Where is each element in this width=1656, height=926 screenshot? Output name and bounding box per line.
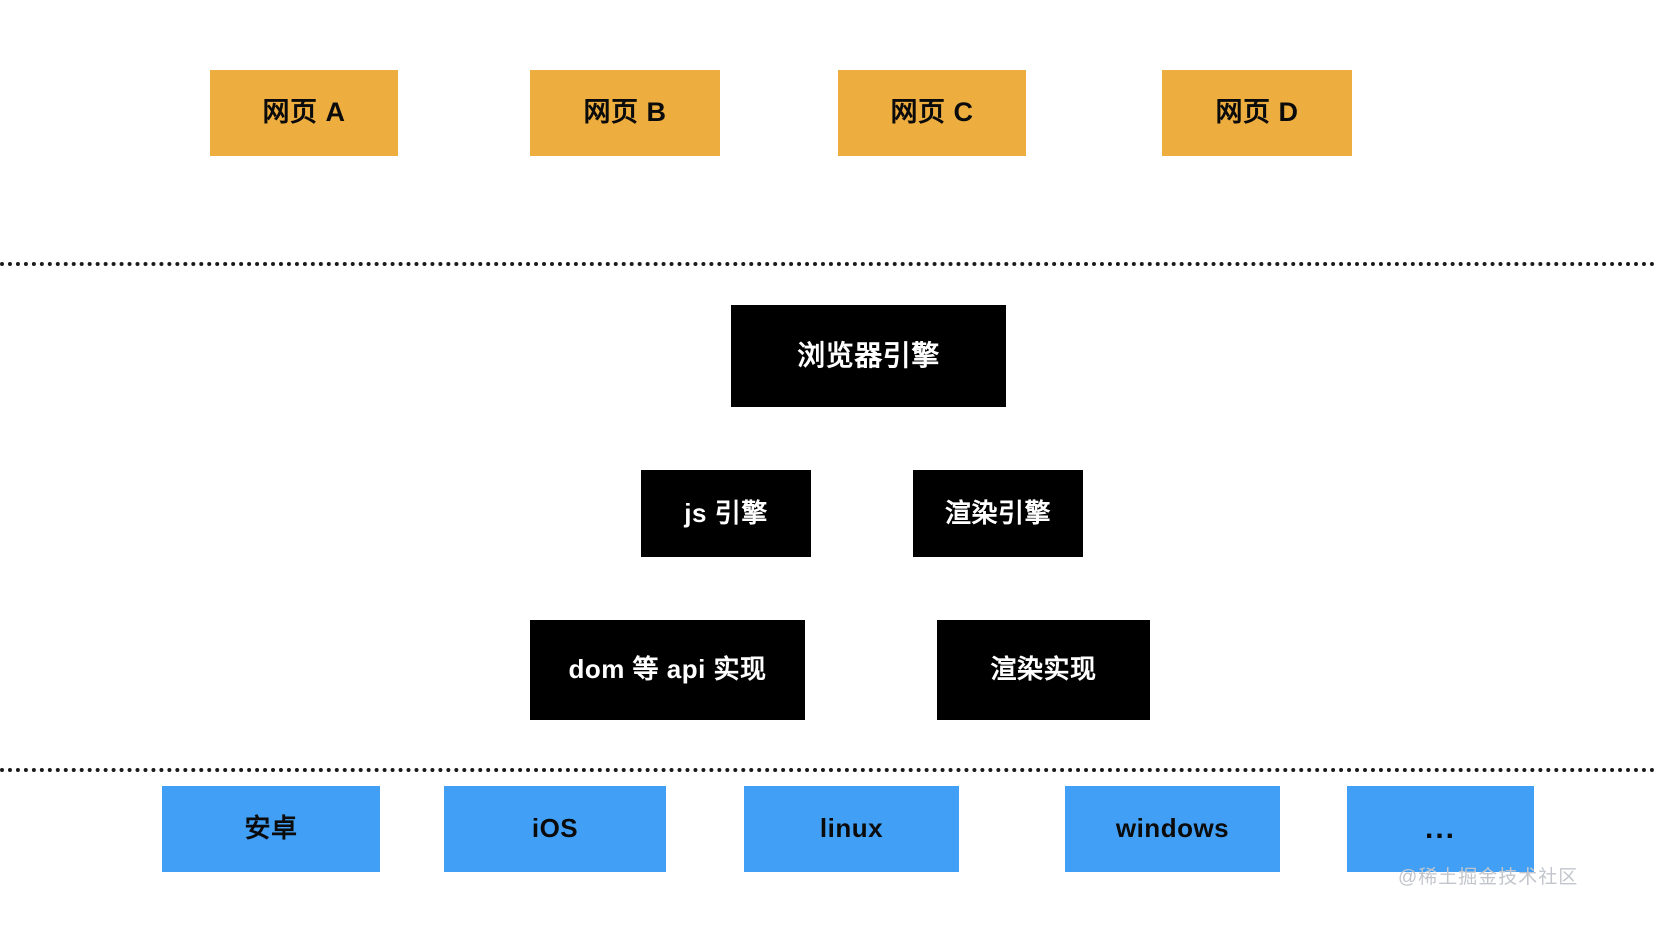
node-webpage-c[interactable]: 网页 C [838, 70, 1026, 156]
divider-pages-engine [0, 262, 1656, 266]
node-label: 渲染实现 [990, 654, 1097, 685]
node-label: linux [819, 813, 884, 844]
node-os-android[interactable]: 安卓 [162, 786, 380, 872]
node-dom-api-impl[interactable]: dom 等 api 实现 [530, 620, 805, 720]
node-label: 网页 B [583, 97, 667, 128]
node-render-engine[interactable]: 渲染引擎 [913, 470, 1083, 557]
node-os-linux[interactable]: linux [744, 786, 959, 872]
node-label: iOS [531, 813, 579, 844]
node-label: windows [1115, 813, 1230, 844]
watermark: @稀土掘金技术社区 [1398, 867, 1579, 888]
node-label: ... [1424, 811, 1456, 845]
node-webpage-d[interactable]: 网页 D [1162, 70, 1352, 156]
node-js-engine[interactable]: js 引擎 [641, 470, 811, 557]
node-label: js 引擎 [684, 497, 768, 528]
node-label: dom 等 api 实现 [568, 654, 767, 685]
divider-engine-os [0, 768, 1656, 772]
node-label: 网页 A [262, 97, 346, 128]
node-os-windows[interactable]: windows [1065, 786, 1280, 872]
node-label: 渲染引擎 [944, 497, 1051, 528]
node-label: 浏览器引擎 [797, 339, 940, 371]
node-label: 安卓 [244, 813, 298, 844]
node-os-more[interactable]: ... [1347, 786, 1534, 872]
node-render-impl[interactable]: 渲染实现 [937, 620, 1150, 720]
node-label: 网页 D [1215, 97, 1299, 128]
node-label: 网页 C [890, 97, 974, 128]
node-webpage-b[interactable]: 网页 B [530, 70, 720, 156]
node-webpage-a[interactable]: 网页 A [210, 70, 398, 156]
node-os-ios[interactable]: iOS [444, 786, 666, 872]
node-browser-engine[interactable]: 浏览器引擎 [731, 305, 1006, 407]
